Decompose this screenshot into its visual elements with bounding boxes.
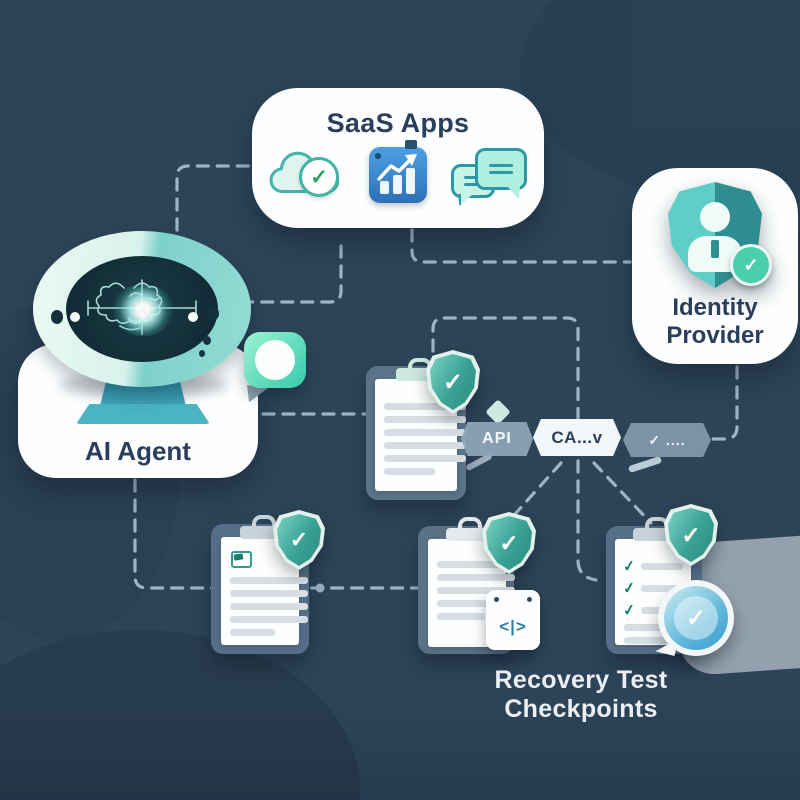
speech-bubble-icon — [244, 332, 306, 388]
background-shade — [0, 700, 800, 800]
person-tie — [711, 240, 719, 258]
text-line — [624, 637, 684, 644]
text-line — [384, 429, 466, 436]
connector-agent-to-checkpoints — [133, 478, 421, 590]
rim-speck — [203, 336, 211, 345]
connector-dot — [315, 583, 325, 593]
saas-apps-title: SaaS Apps — [326, 108, 470, 138]
clipboard-clip — [633, 528, 671, 541]
text-line — [230, 577, 308, 584]
saas-icons-row: ✓ — [252, 140, 544, 203]
chat-bubble-large — [475, 148, 527, 190]
text-line — [230, 616, 308, 623]
verified-circle-icon: ✓ — [658, 580, 734, 656]
api-badge: API — [461, 422, 533, 456]
code-card-icon: <|> — [486, 590, 540, 650]
checklist-row: ✓ — [622, 579, 683, 598]
shield-check-icon: ✓ — [426, 350, 480, 414]
connector-agent-to-saas — [175, 164, 252, 252]
clipboard-clip — [240, 526, 280, 539]
cloud-check-icon: ✓ — [267, 149, 345, 201]
text-line — [384, 468, 435, 475]
connector-badge-down — [576, 459, 598, 582]
chat-icon — [451, 148, 529, 202]
check-dots-badge: ✓ .... — [623, 423, 711, 457]
left-rim-dot — [51, 310, 63, 324]
connector-identity-to-badge — [707, 365, 739, 441]
right-eye-dot — [188, 312, 198, 322]
code-glyph: <|> — [499, 617, 527, 636]
connector-badge-down-right — [592, 461, 653, 525]
checkbox-icon — [231, 551, 252, 568]
saas-apps-card: SaaS Apps ✓ — [252, 88, 544, 228]
text-line — [230, 629, 276, 636]
bar-chart-icon — [369, 140, 427, 203]
connector-badge-down-left — [505, 461, 563, 525]
connector-saas-to-agent — [238, 244, 343, 304]
ai-agent-label: AI Agent — [85, 436, 191, 466]
text-line — [230, 603, 308, 610]
person-head — [700, 202, 730, 232]
text-line — [437, 600, 515, 607]
chart-arrow — [377, 154, 417, 181]
clipboard-clip — [396, 368, 436, 381]
identity-provider-title: Identity Provider — [666, 294, 764, 350]
chart-handle — [405, 140, 417, 149]
document-paper — [221, 537, 308, 645]
text-line — [437, 613, 486, 620]
shield-check-icon: ✓ — [273, 510, 325, 570]
recovery-checkpoints-title: Recovery Test Checkpoints — [494, 666, 668, 723]
text-line — [384, 442, 466, 449]
chart-bars — [380, 168, 415, 194]
text-line — [384, 416, 466, 423]
text-line — [437, 587, 515, 594]
shield-check-icon: ✓ — [664, 504, 718, 566]
clipboard-clip — [446, 528, 486, 541]
chart-dot — [375, 153, 381, 159]
brain-glow — [112, 284, 174, 336]
ca-badge: CA...v — [533, 419, 621, 456]
speech-bubble-dot — [255, 340, 295, 380]
checklist-row: ✓ — [622, 557, 683, 576]
robot-base — [76, 404, 210, 424]
left-eye-dot — [70, 312, 80, 322]
connector-policy-to-badge — [431, 316, 580, 430]
connector-saas-to-identity — [410, 228, 632, 264]
text-line — [230, 590, 308, 597]
right-rim-dot — [206, 306, 219, 321]
shield-check-icon: ✓ — [482, 512, 536, 574]
text-line — [437, 574, 515, 581]
text-line — [437, 561, 515, 568]
rim-speck — [199, 350, 205, 357]
text-line — [384, 455, 466, 462]
identity-shield-icon: ✓ — [668, 182, 772, 288]
identity-check-badge: ✓ — [730, 244, 772, 286]
cloud-checkmark: ✓ — [299, 157, 339, 197]
identity-provider-card: ✓ Identity Provider — [632, 168, 798, 364]
text-line — [384, 403, 466, 410]
